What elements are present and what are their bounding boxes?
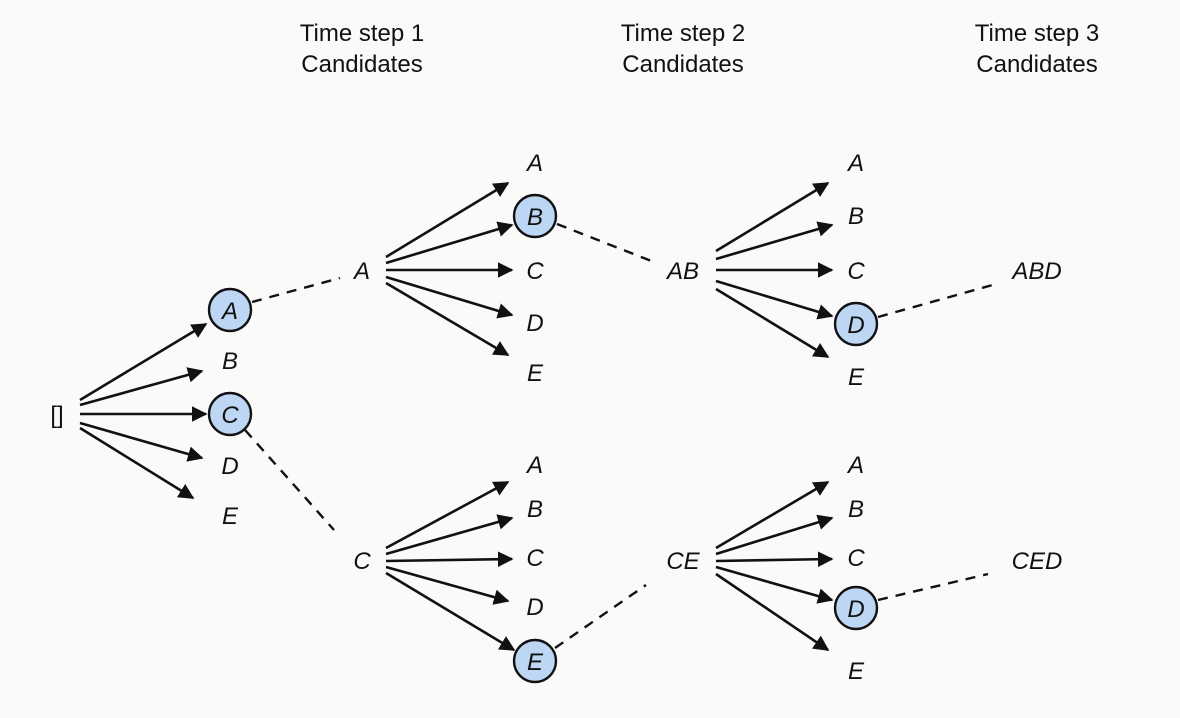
step3-CE-cand-E: E: [848, 658, 865, 685]
arrow-CE-A: [715, 480, 830, 550]
header-step3-line2: Candidates: [976, 51, 1097, 78]
dash-D-to-CED: [877, 572, 989, 602]
step1-cand-E: E: [222, 503, 239, 530]
step3-selected-D-circle-lower: [833, 585, 879, 631]
arrow-C-B: [385, 514, 514, 556]
step1-selected-A-circle: [207, 287, 253, 333]
step2-C-cand-E: E: [527, 649, 544, 676]
dash-A-to-prefix-A: [251, 276, 341, 304]
step2-prefix-C: C: [353, 548, 371, 575]
arrow-C-E: [385, 571, 516, 652]
dash-D-to-ABD: [877, 282, 997, 319]
arrow-root-D: [79, 421, 204, 462]
arrow-root-A: [79, 322, 208, 402]
arrow-AB-D: [715, 279, 834, 320]
arrow-A-D: [385, 275, 514, 319]
header-step3-line1: Time step 3: [975, 20, 1100, 47]
arrow-CE-B: [715, 514, 834, 556]
step3-prefix-AB: AB: [665, 258, 699, 285]
step2-A-cand-E: E: [527, 360, 544, 387]
arrow-root-E: [79, 426, 195, 500]
step2-A-cand-B: B: [527, 204, 543, 231]
step2-A-cand-C: C: [526, 258, 544, 285]
step1-cand-C: C: [221, 402, 239, 429]
root-node: []: [50, 402, 63, 429]
arrow-C-C: [385, 551, 514, 568]
step2-C-cand-B: B: [527, 496, 543, 523]
step1-selected-C-circle: [207, 391, 253, 437]
step2-A-cand-D: D: [526, 310, 543, 337]
step2-C-cand-D: D: [526, 594, 543, 621]
header-step1-line2: Candidates: [301, 51, 422, 78]
dash-B-to-prefix-AB: [556, 222, 655, 264]
step3-lower-arrows: [715, 480, 834, 652]
header-step2-line2: Candidates: [622, 51, 743, 78]
step2-selected-B-circle: [512, 193, 558, 239]
dash-E-to-prefix-CE: [554, 584, 647, 649]
step3-AB-cand-E: E: [848, 364, 865, 391]
step3-prefix-CE: CE: [666, 548, 700, 575]
arrow-CE-D: [715, 565, 834, 604]
step3-AB-cand-C: C: [847, 258, 865, 285]
step1-cand-D: D: [221, 453, 238, 480]
header-step1-line1: Time step 1: [300, 20, 425, 47]
step3-AB-cand-A: A: [846, 150, 864, 177]
step2-C-cand-C: C: [526, 545, 544, 572]
step1-cand-A: A: [220, 298, 238, 325]
result-CED: CED: [1012, 548, 1063, 575]
step3-upper-arrows: [715, 181, 834, 359]
arrow-C-A: [385, 480, 510, 550]
arrow-AB-E: [715, 287, 830, 359]
dash-C-to-prefix-C: [244, 429, 335, 531]
step2-C-cand-A: A: [525, 452, 543, 479]
step2-prefix-A: A: [352, 258, 370, 285]
step2-A-cand-A: A: [525, 150, 543, 177]
step3-CE-cand-A: A: [846, 452, 864, 479]
step3-CE-cand-B: B: [848, 496, 864, 523]
arrow-A-B: [385, 221, 514, 265]
header-step2-line1: Time step 2: [621, 20, 746, 47]
step3-CE-cand-D: D: [847, 596, 864, 623]
step2-selected-E-circle: [512, 638, 558, 684]
arrow-AB-B: [715, 221, 834, 261]
step2-upper-arrows: [385, 181, 514, 357]
step3-AB-cand-B: B: [848, 203, 864, 230]
step2-lower-arrows: [385, 480, 516, 652]
result-ABD: ABD: [1010, 258, 1061, 285]
arrow-CE-C: [715, 551, 834, 568]
arrow-A-A: [385, 181, 510, 259]
step3-CE-cand-C: C: [847, 545, 865, 572]
arrow-A-E: [385, 281, 510, 357]
step1-arrows: [79, 322, 208, 500]
arrow-CE-E: [715, 572, 830, 652]
arrow-C-D: [385, 565, 510, 605]
step3-AB-cand-D: D: [847, 312, 864, 339]
arrow-root-B: [79, 367, 204, 407]
arrow-AB-A: [715, 181, 830, 253]
step1-cand-B: B: [222, 348, 238, 375]
step3-selected-D-circle-upper: [833, 301, 879, 347]
